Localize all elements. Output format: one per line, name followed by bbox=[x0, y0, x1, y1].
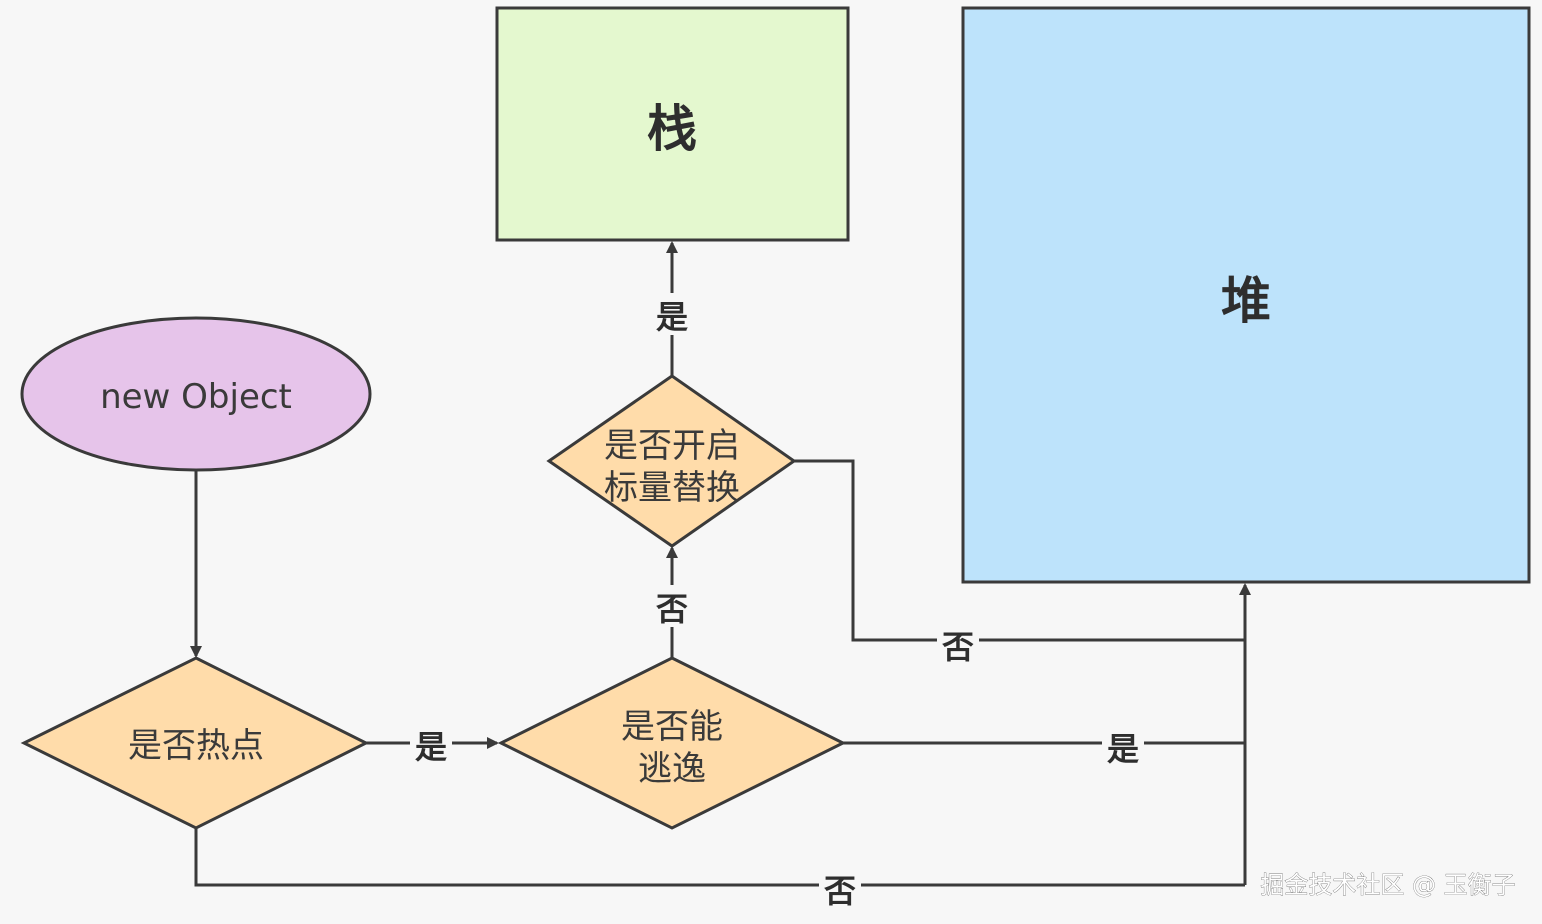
label-scalar-yes: 是 bbox=[656, 298, 688, 336]
node-stack: 栈 bbox=[495, 6, 850, 242]
hotspot-label: 是否热点 bbox=[128, 726, 264, 766]
label-escape-yes: 是 bbox=[1107, 730, 1139, 768]
node-start: new Object bbox=[20, 316, 372, 472]
node-hotspot: 是否热点 bbox=[20, 656, 370, 830]
edge-labels: 是 否 是 否 是 否 bbox=[410, 293, 1144, 910]
edges bbox=[190, 241, 1251, 887]
hotspot-diamond bbox=[20, 656, 370, 830]
watermark-text: 掘金技术社区 @ 玉衡子 bbox=[1260, 871, 1515, 899]
escape-diamond bbox=[497, 656, 847, 830]
stack-label: 栈 bbox=[647, 100, 697, 158]
label-hotspot-no: 否 bbox=[824, 872, 856, 910]
escape-label-line1: 是否能 bbox=[621, 707, 723, 747]
edge-hotspot-to-heap bbox=[194, 828, 1245, 887]
start-label: new Object bbox=[100, 377, 292, 417]
scalar-label-line2: 标量替换 bbox=[604, 468, 740, 508]
escape-label-line2: 逃逸 bbox=[638, 749, 706, 789]
edge-scalar-to-heap bbox=[794, 459, 1245, 642]
label-hotspot-yes: 是 bbox=[415, 728, 447, 766]
label-scalar-no: 否 bbox=[942, 628, 974, 666]
label-escape-no: 否 bbox=[656, 590, 688, 628]
node-escape: 是否能 逃逸 bbox=[497, 656, 847, 830]
scalar-label-line1: 是否开启 bbox=[604, 426, 740, 466]
heap-label: 堆 bbox=[1221, 272, 1271, 330]
node-scalar: 是否开启 标量替换 bbox=[546, 374, 797, 548]
start-ellipse bbox=[20, 316, 372, 472]
stack-box bbox=[495, 6, 850, 242]
heap-box bbox=[961, 6, 1531, 584]
node-heap: 堆 bbox=[961, 6, 1531, 584]
scalar-diamond bbox=[546, 374, 797, 548]
